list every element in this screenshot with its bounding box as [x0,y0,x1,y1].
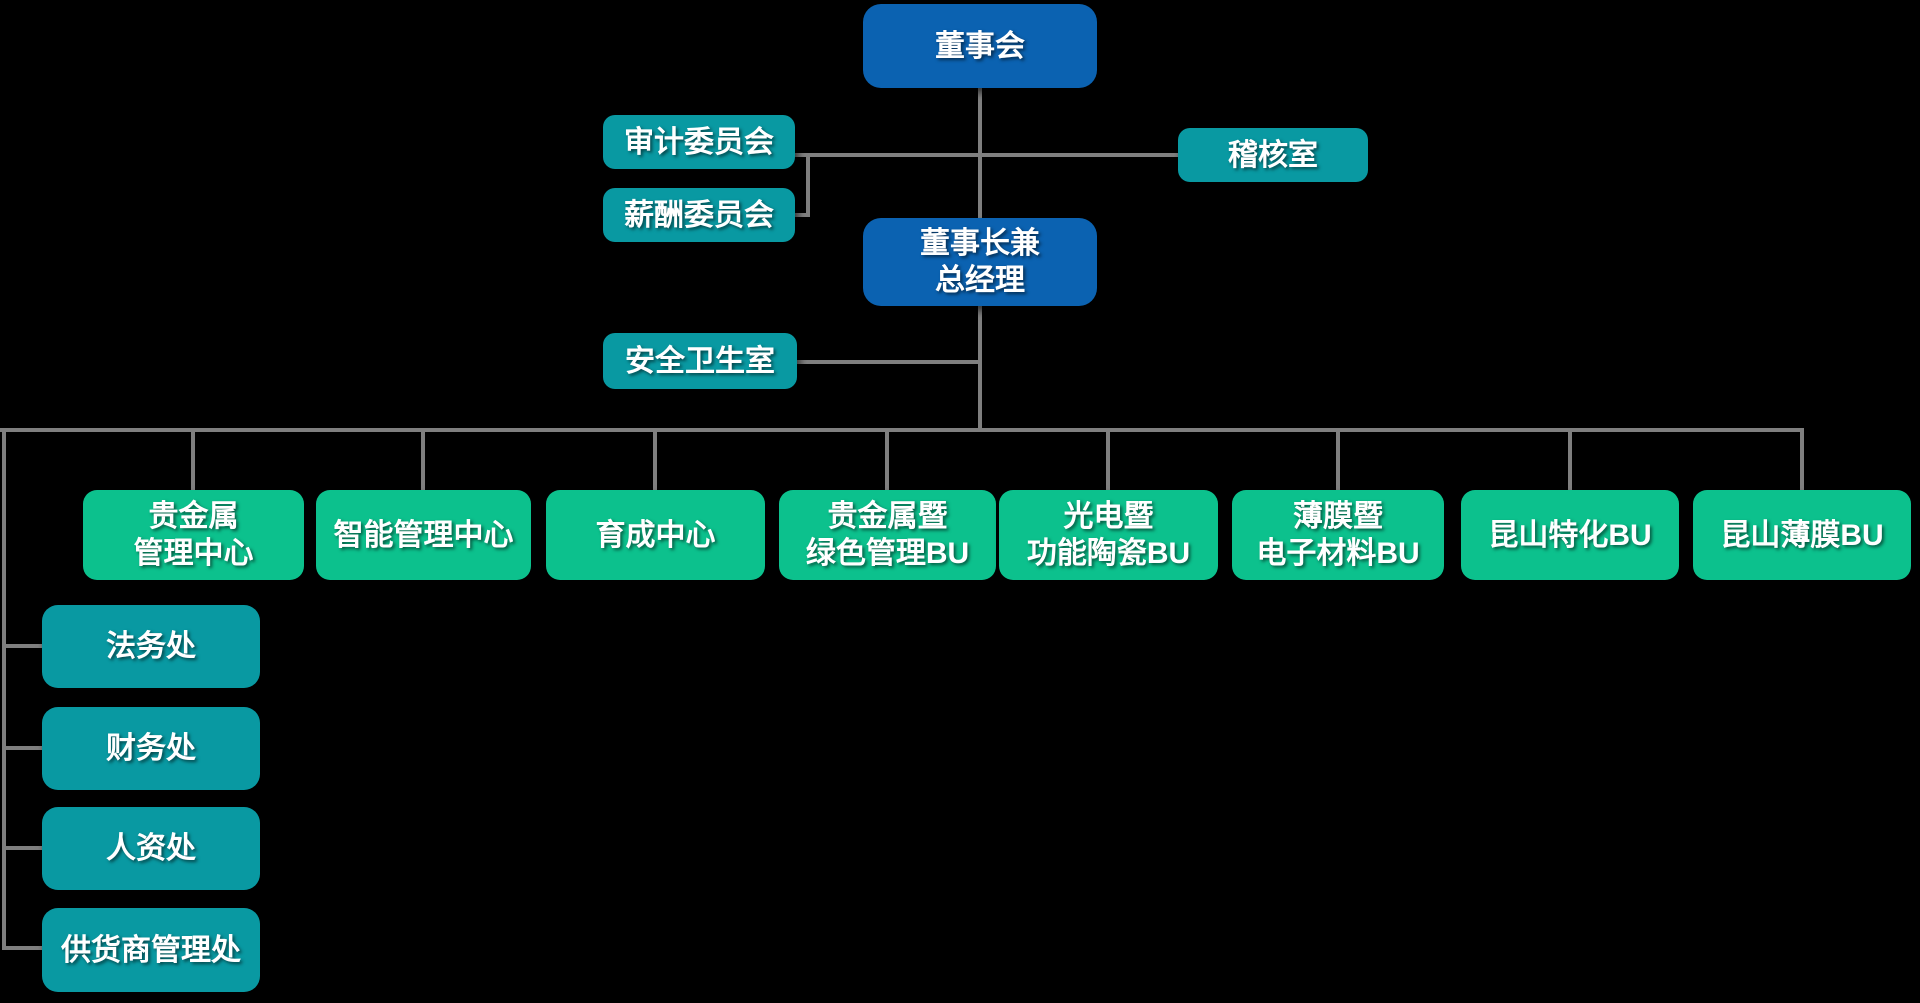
audit-committee-box: 审计委员会 [603,115,795,169]
chairman-gm-label-line2: 总经理 [935,264,1025,297]
bu-kunshan-thin-film-bu-box: 昆山薄膜BU [1693,490,1911,580]
compensation-committee-box: 薪酬委员会 [603,188,795,242]
bu-thin-film-materials-bu-line1: 薄膜暨 [1293,500,1383,533]
bu-smart-management-center-box: 智能管理中心 [316,490,531,580]
bu-precious-metals-green-bu-box: 贵金属暨 绿色管理BU [779,490,996,580]
connector-dept-stub-hr [2,846,42,850]
connector-chairman-to-rail [978,306,982,430]
bu-optoelectronics-ceramics-bu-line1: 光电暨 [1063,500,1154,533]
dept-hr-box: 人资处 [42,807,260,890]
connector-unit-drop-7 [1568,430,1572,490]
connector-unit-drop-4 [885,430,889,490]
dept-hr-label: 人资处 [106,832,196,865]
dept-finance-box: 财务处 [42,707,260,790]
connector-dept-stub-finance [2,746,42,750]
bu-smart-management-center-line1: 智能管理中心 [333,518,514,552]
bu-kunshan-specialty-bu-line1: 昆山特化BU [1488,518,1652,552]
dept-supplier-management-box: 供货商管理处 [42,908,260,992]
board-label: 董事会 [935,29,1025,63]
dept-legal-box: 法务处 [42,605,260,688]
connector-main-rail [0,428,1804,432]
board-box: 董事会 [863,4,1097,88]
dept-finance-label: 财务处 [106,732,196,765]
connector-safety-stub [797,360,980,364]
dept-supplier-management-label: 供货商管理处 [61,933,241,967]
audit-office-box: 稽核室 [1178,128,1368,182]
bu-optoelectronics-ceramics-bu-box: 光电暨 功能陶瓷BU [999,490,1218,580]
bu-kunshan-specialty-bu-box: 昆山特化BU [1461,490,1679,580]
bu-precious-metals-center-line1: 贵金属 [148,500,239,533]
bu-precious-metals-center-box: 贵金属 管理中心 [83,490,304,580]
compensation-committee-label: 薪酬委员会 [624,198,774,232]
connector-compensation-riser [806,153,810,217]
connector-dept-stub-legal [2,644,42,648]
connector-committee-line [795,153,1178,157]
bu-precious-metals-green-bu-line2: 绿色管理BU [805,537,970,570]
connector-left-rail [2,428,6,950]
connector-unit-drop-5 [1106,430,1110,490]
safety-health-office-label: 安全卫生室 [625,344,775,378]
bu-thin-film-materials-bu-box: 薄膜暨 电子材料BU [1232,490,1444,580]
chairman-gm-label-line1: 董事长兼 [920,227,1040,260]
audit-committee-label: 审计委员会 [624,125,774,159]
connector-unit-drop-3 [653,430,657,490]
connector-unit-drop-1 [191,430,195,490]
dept-legal-label: 法务处 [106,630,196,663]
connector-unit-drop-2 [421,430,425,490]
bu-thin-film-materials-bu-line2: 电子材料BU [1256,537,1420,570]
connector-unit-drop-8 [1800,430,1804,490]
bu-precious-metals-center-line2: 管理中心 [133,537,254,570]
bu-incubation-center-box: 育成中心 [546,490,765,580]
bu-kunshan-thin-film-bu-line1: 昆山薄膜BU [1720,518,1884,552]
chairman-gm-box: 董事长兼 总经理 [863,218,1097,306]
audit-office-label: 稽核室 [1228,138,1318,172]
connector-unit-drop-6 [1336,430,1340,490]
bu-precious-metals-green-bu-line1: 贵金属暨 [827,500,948,533]
bu-incubation-center-line1: 育成中心 [595,518,716,552]
bu-optoelectronics-ceramics-bu-line2: 功能陶瓷BU [1026,537,1191,570]
connector-compensation-stub [795,213,810,217]
safety-health-office-box: 安全卫生室 [603,333,797,389]
connector-dept-stub-supplier [2,946,42,950]
